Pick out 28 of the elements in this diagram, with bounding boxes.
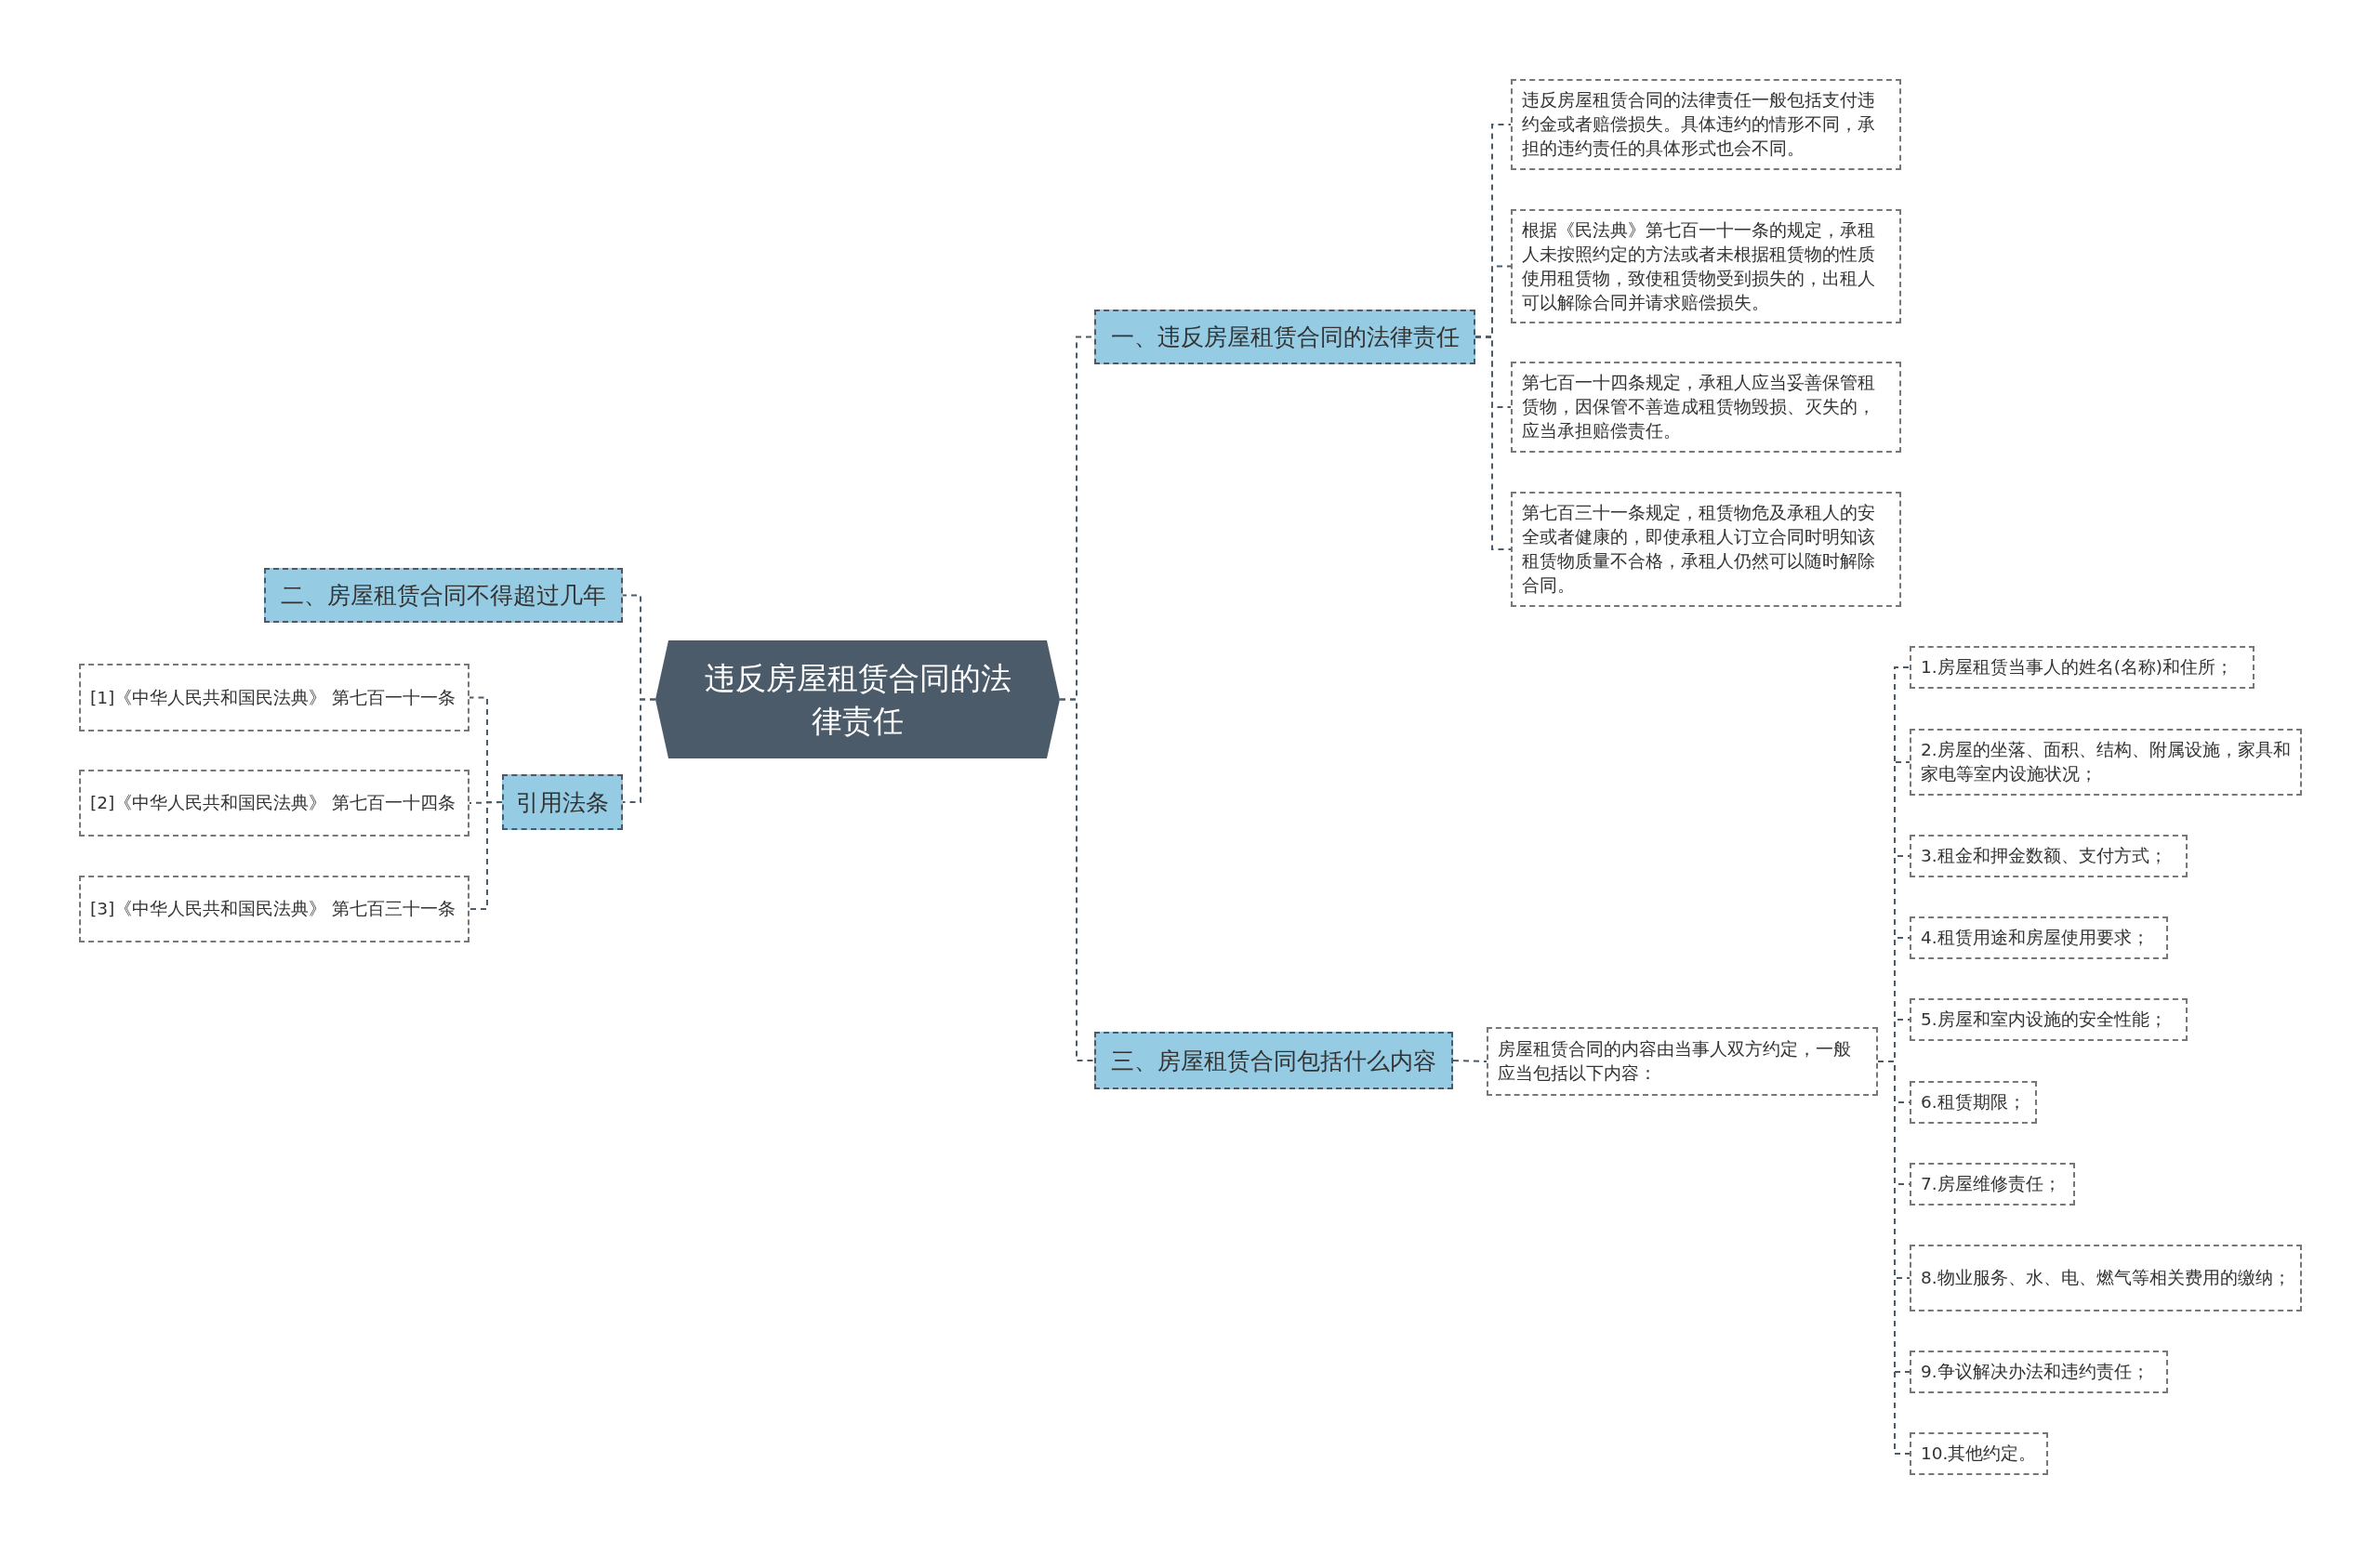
text-box: 3.租金和押金数额、支付方式； (1910, 835, 2188, 877)
text-box: 第七百一十四条规定，承租人应当妥善保管租赁物，因保管不善造成租赁物毁损、灭失的，应当承担赔偿责任。 (1511, 362, 1901, 453)
connector (469, 801, 503, 910)
text-box: [3]《中华人民共和国民法典》 第七百三十一条 (79, 876, 469, 942)
text-box: 房屋租赁合同的内容由当事人双方约定，一般应当包括以下内容： (1487, 1027, 1878, 1096)
connector (1474, 336, 1512, 550)
central-topic: 违反房屋租赁合同的法律责任 (655, 640, 1060, 758)
topic-box: 一、违反房屋租赁合同的法律责任 (1094, 310, 1475, 364)
connector (1452, 1060, 1488, 1062)
text-box: [2]《中华人民共和国民法典》 第七百一十四条 (79, 770, 469, 837)
text-box: 5.房屋和室内设施的安全性能； (1910, 998, 2188, 1041)
topic-box: 二、房屋租赁合同不得超过几年 (264, 568, 623, 623)
text-box: 10.其他约定。 (1910, 1432, 2048, 1475)
text-box: 4.租赁用途和房屋使用要求； (1910, 916, 2168, 959)
text-box: 第七百三十一条规定，租赁物危及承租人的安全或者健康的，即使承租人订立合同时明知该租赁物质量不合格，承租人仍然可以随时解除合同。 (1511, 492, 1901, 607)
text-box: 6.租赁期限； (1910, 1081, 2037, 1124)
topic-box: 三、房屋租赁合同包括什么内容 (1094, 1032, 1453, 1089)
text-box: [1]《中华人民共和国民法典》 第七百一十一条 (79, 664, 469, 731)
text-box: 2.房屋的坐落、面积、结构、附属设施，家具和家电等室内设施状况； (1910, 729, 2302, 796)
text-box: 根据《民法典》第七百一十一条的规定，承租人未按照约定的方法或者未根据租赁物的性质使用租赁物，致使租赁物受到损失的，出租人可以解除合同并请求赔偿损失。 (1511, 209, 1901, 323)
connector (1059, 698, 1095, 1061)
text-box: 1.房屋租赁当事人的姓名(名称)和住所； (1910, 646, 2254, 689)
text-box: 8.物业服务、水、电、燃气等相关费用的缴纳； (1910, 1245, 2302, 1311)
text-box: 9.争议解决办法和违约责任； (1910, 1351, 2168, 1393)
connector (622, 698, 656, 803)
text-box: 违反房屋租赁合同的法律责任一般包括支付违约金或者赔偿损失。具体违约的情形不同，承担的违约责任的具体形式也会不同。 (1511, 79, 1901, 170)
topic-box: 引用法条 (502, 774, 623, 830)
text-box: 7.房屋维修责任； (1910, 1163, 2075, 1206)
